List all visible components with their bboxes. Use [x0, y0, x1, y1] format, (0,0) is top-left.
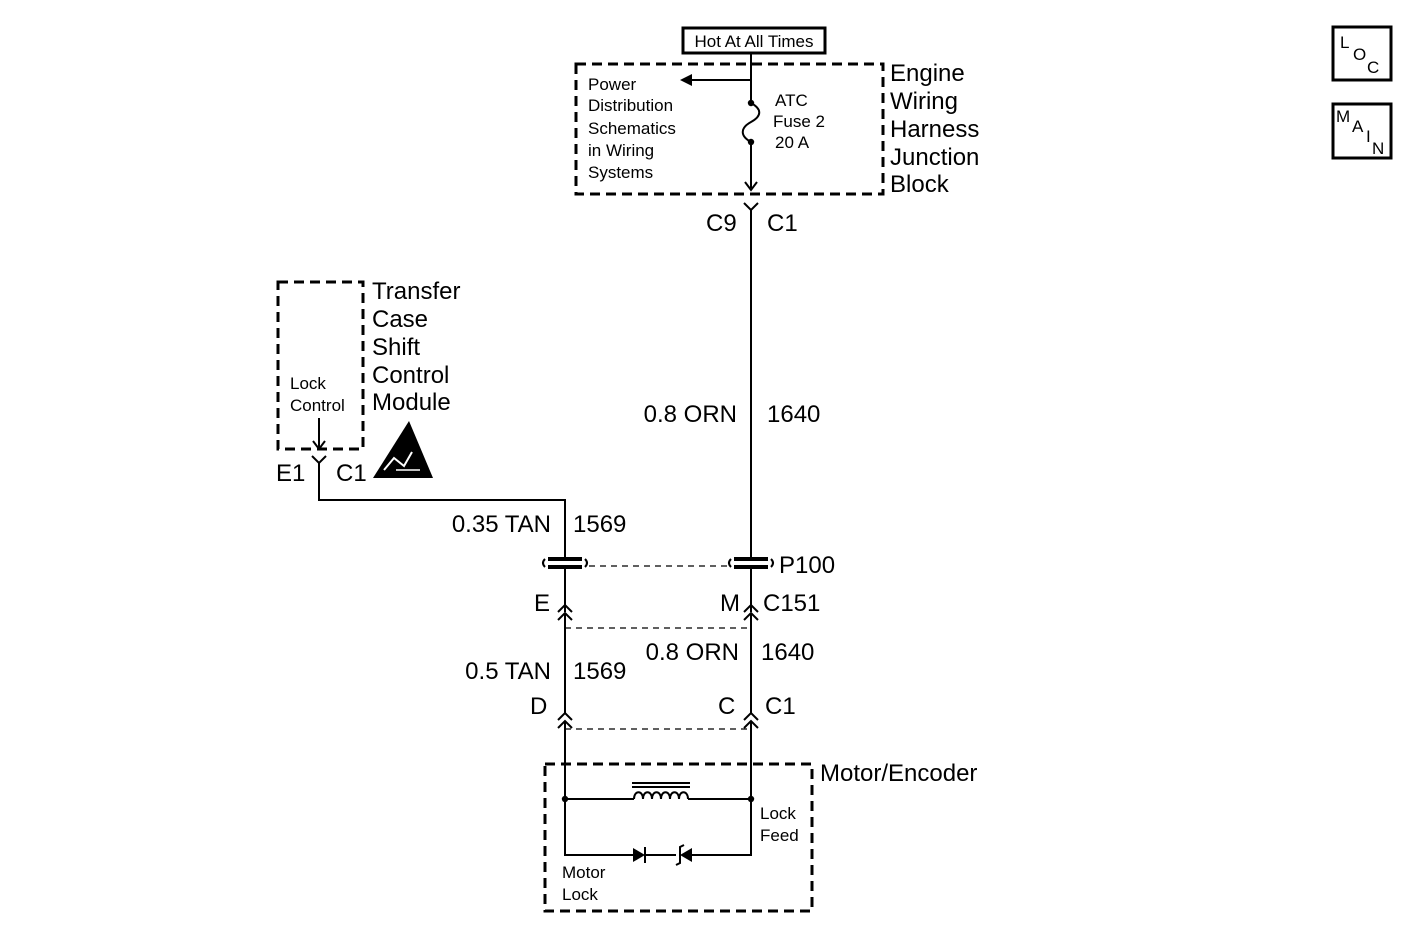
passthrough-name: P100 [779, 552, 835, 579]
connector-c1-module: C1 [336, 460, 367, 487]
power-source-label: Hot At All Times [694, 32, 813, 51]
wire-tan-upper-circuit: 1569 [573, 511, 626, 538]
motor-connector-pin-c: C [718, 693, 735, 720]
motor-lock-label: Motor Lock [562, 863, 610, 904]
c151-pin-e: E [534, 590, 550, 617]
svg-text:O: O [1353, 45, 1366, 64]
wire-orn-upper-circuit: 1640 [767, 401, 820, 428]
main-button[interactable]: M A I N [1331, 102, 1393, 160]
arrow-left-icon [680, 74, 692, 86]
motor-coil-icon [632, 782, 690, 800]
motor-connector-pin-d: D [530, 693, 547, 720]
esd-warning-icon [373, 421, 433, 478]
svg-text:A: A [1352, 117, 1364, 136]
wire-orn-lower-gauge: 0.8 ORN [646, 639, 739, 666]
svg-text:M: M [1336, 107, 1350, 126]
wire-tan-upper-gauge: 0.35 TAN [452, 511, 551, 538]
zener-diode-icon [675, 844, 692, 866]
module-connector: E1 C1 [276, 455, 367, 487]
c151-name: C151 [763, 590, 820, 617]
motor-connector-name: C1 [765, 693, 796, 720]
connector-c1-junction: C1 [767, 210, 798, 237]
wire-tan-upper [318, 463, 566, 557]
wire-tan-lower-gauge: 0.5 TAN [465, 658, 551, 685]
svg-text:I: I [1366, 127, 1371, 146]
power-distribution-reference: Power Distribution Schematics in Wiring … [588, 75, 681, 182]
lock-feed-label: Lock Feed [760, 804, 801, 845]
motor-encoder-name: Motor/Encoder [820, 760, 977, 787]
fuse-label: ATC Fuse 2 20 A [773, 91, 830, 152]
junction-block-name: Engine Wiring Harness Junction Block [890, 60, 986, 198]
junction-block-connector: C9 C1 [706, 202, 798, 237]
fuse-icon [741, 102, 761, 143]
module-name: Transfer Case Shift Control Module [372, 278, 467, 416]
loc-button[interactable]: L O C [1331, 25, 1393, 82]
junction-block: Engine Wiring Harness Junction Block Pow… [574, 53, 986, 198]
transfer-case-module: Transfer Case Shift Control Module Lock … [276, 278, 467, 478]
diode-icon [633, 847, 646, 863]
wire-orn-lower-circuit: 1640 [761, 639, 814, 666]
motor-connector: D C C1 [530, 693, 796, 730]
c151-pin-m: M [720, 590, 740, 617]
connector-pin-e1: E1 [276, 460, 305, 487]
wire-tan-lower-circuit: 1569 [573, 658, 626, 685]
power-source-box: Hot At All Times [681, 26, 827, 55]
connector-pin-c9: C9 [706, 210, 737, 237]
grommet-icon [542, 557, 588, 569]
passthrough-p100: P100 [542, 552, 835, 579]
motor-encoder: Motor/Encoder Lock Feed Motor Lock [543, 760, 977, 913]
grommet-icon [728, 557, 774, 569]
lock-control-signal: Lock Control [290, 374, 345, 415]
svg-text:L: L [1340, 33, 1349, 52]
svg-text:C: C [1367, 58, 1379, 77]
svg-text:N: N [1372, 139, 1384, 158]
connector-c151: E M C151 [534, 590, 820, 629]
wire-orn-upper-gauge: 0.8 ORN [644, 401, 737, 428]
